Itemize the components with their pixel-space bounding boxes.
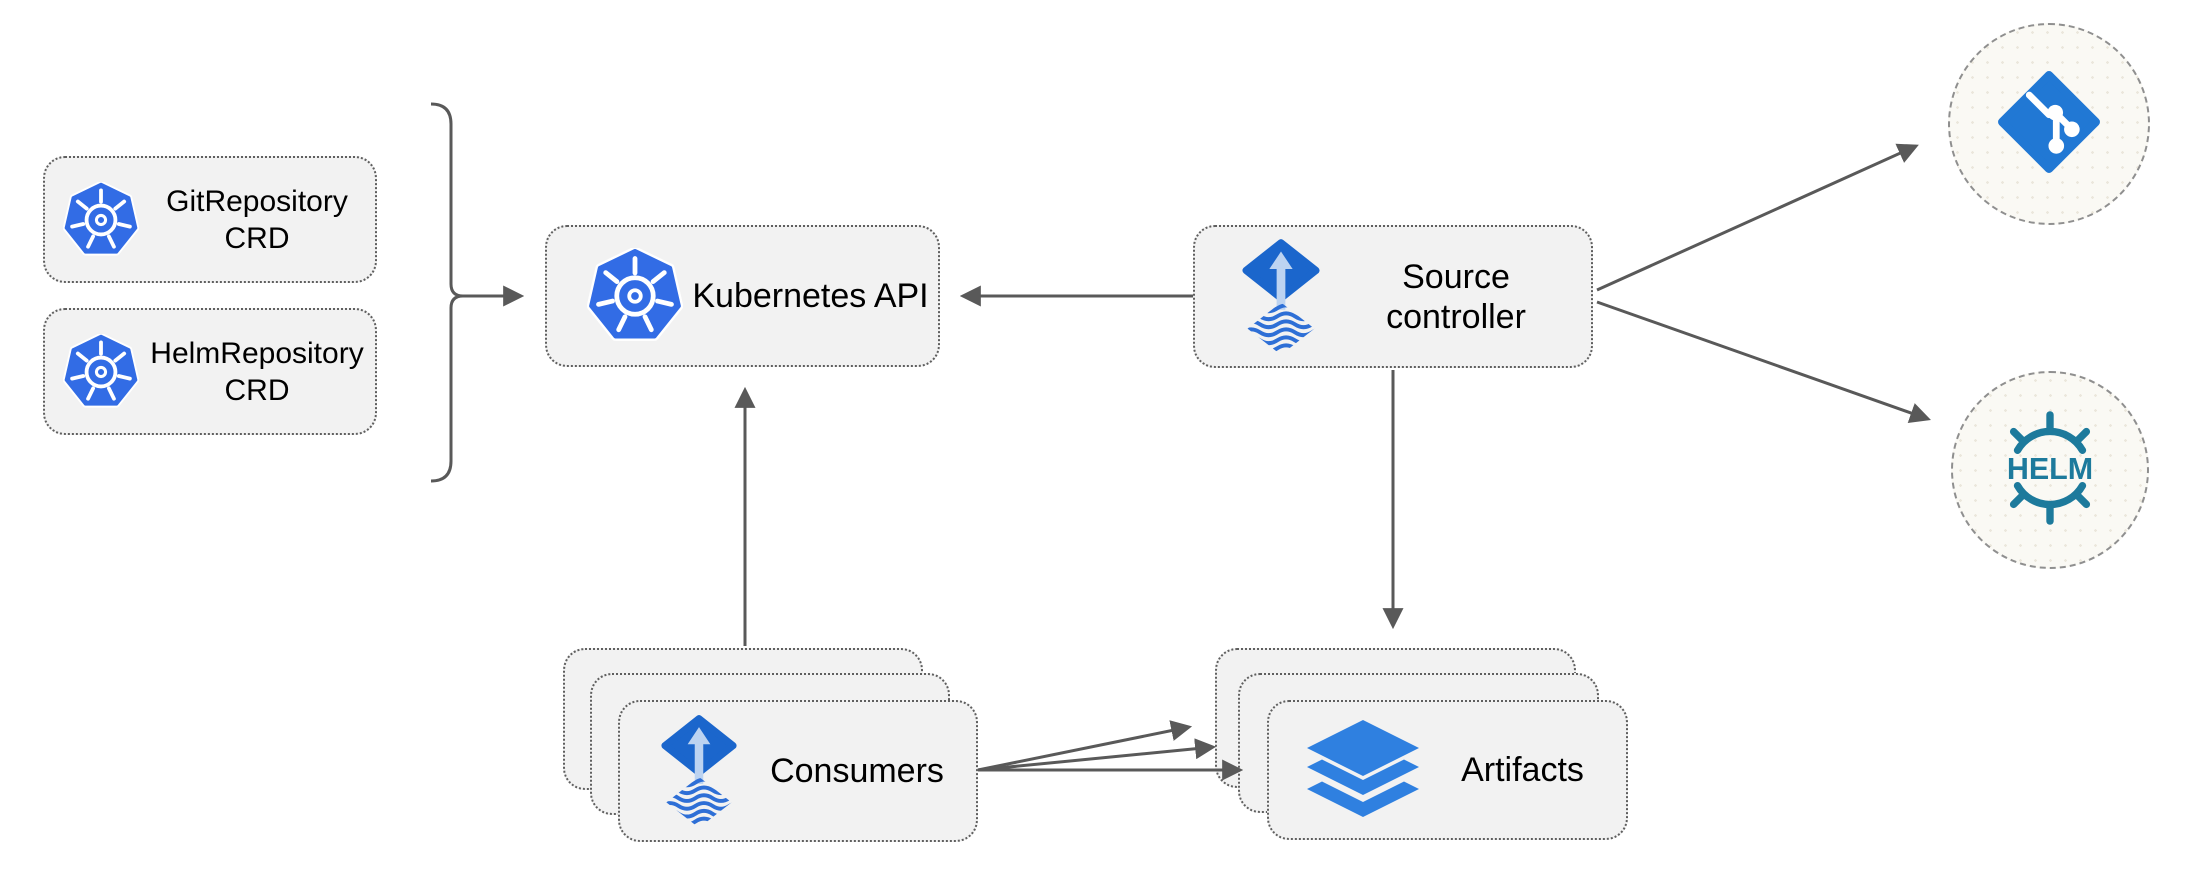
kubernetes-icon <box>63 182 139 258</box>
node-label-line1: GitRepository <box>166 184 348 218</box>
node-label-line1: Source <box>1402 257 1510 296</box>
node-label: Source controller <box>1321 257 1591 337</box>
node-helmrepository-crd: HelmRepository CRD <box>43 308 377 435</box>
node-label-line2: controller <box>1386 297 1526 336</box>
node-label-line2: CRD <box>224 373 290 407</box>
node-label: Artifacts <box>1419 750 1626 790</box>
edge-source-controller-to-git <box>1596 143 1919 292</box>
node-label-text: Kubernetes API <box>692 277 929 315</box>
kubernetes-icon <box>587 248 683 344</box>
node-label-text: Consumers <box>770 752 944 790</box>
node-label: Kubernetes API <box>683 276 938 316</box>
edge-crds-bracket <box>430 102 464 483</box>
node-helm-endpoint: HELM <box>1951 371 2149 569</box>
flux-source-icon <box>1241 237 1321 357</box>
helm-logo-text: HELM <box>2007 451 2093 485</box>
flux-source-icon <box>660 713 738 830</box>
node-gitrepository-crd: GitRepository CRD <box>43 156 377 283</box>
node-label: HelmRepository CRD <box>139 335 375 409</box>
node-kubernetes-api: Kubernetes API <box>545 225 940 367</box>
node-label-text: Artifacts <box>1461 751 1584 789</box>
node-label-line1: HelmRepository <box>150 336 364 370</box>
layers-icon <box>1307 720 1419 820</box>
node-label-line2: CRD <box>224 221 290 255</box>
helm-icon: HELM <box>1991 409 2109 532</box>
node-consumers: Consumers <box>618 700 978 842</box>
node-source-controller: Source controller <box>1193 225 1593 368</box>
git-icon <box>1997 70 2101 179</box>
node-artifacts: Artifacts <box>1267 700 1628 840</box>
node-label: GitRepository CRD <box>139 183 375 257</box>
edge-consumers-to-artifacts-back <box>977 720 1193 772</box>
node-label: Consumers <box>738 751 976 791</box>
kubernetes-icon <box>63 334 139 410</box>
node-git-endpoint <box>1948 23 2150 225</box>
edge-source-controller-to-helm <box>1596 300 1931 423</box>
edge-consumers-to-artifacts-middle <box>977 738 1217 772</box>
